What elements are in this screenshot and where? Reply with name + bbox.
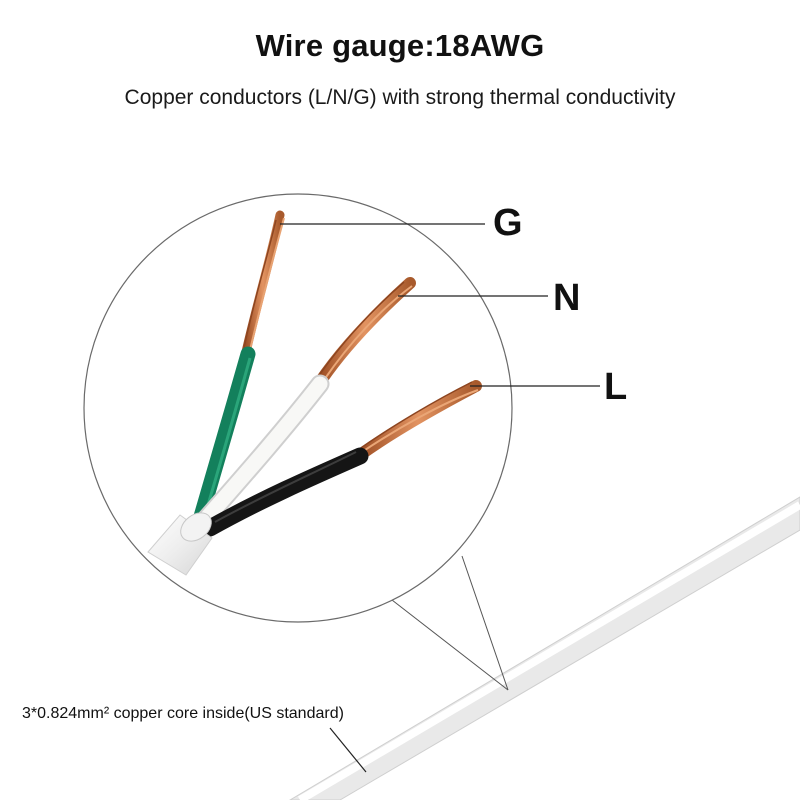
line-copper [354,380,482,461]
line-insulation [201,447,369,537]
footnote-leader-line [329,727,367,773]
jacket-stub [147,512,213,576]
label-ground: G [493,202,523,244]
ground-insulation [192,346,256,528]
outer-cable [289,496,800,800]
magnifier-pointer [391,555,509,691]
neutral-copper [314,277,416,388]
label-neutral: N [553,277,581,319]
copper-core-note: 3*0.824mm² copper core inside(US standar… [22,705,344,722]
page-subtitle: Copper conductors (L/N/G) with strong th… [124,86,676,109]
magnified-cable [147,210,482,576]
page-title: Wire gauge:18AWG [255,28,545,63]
ground-copper [241,210,285,357]
label-line: L [604,366,628,408]
